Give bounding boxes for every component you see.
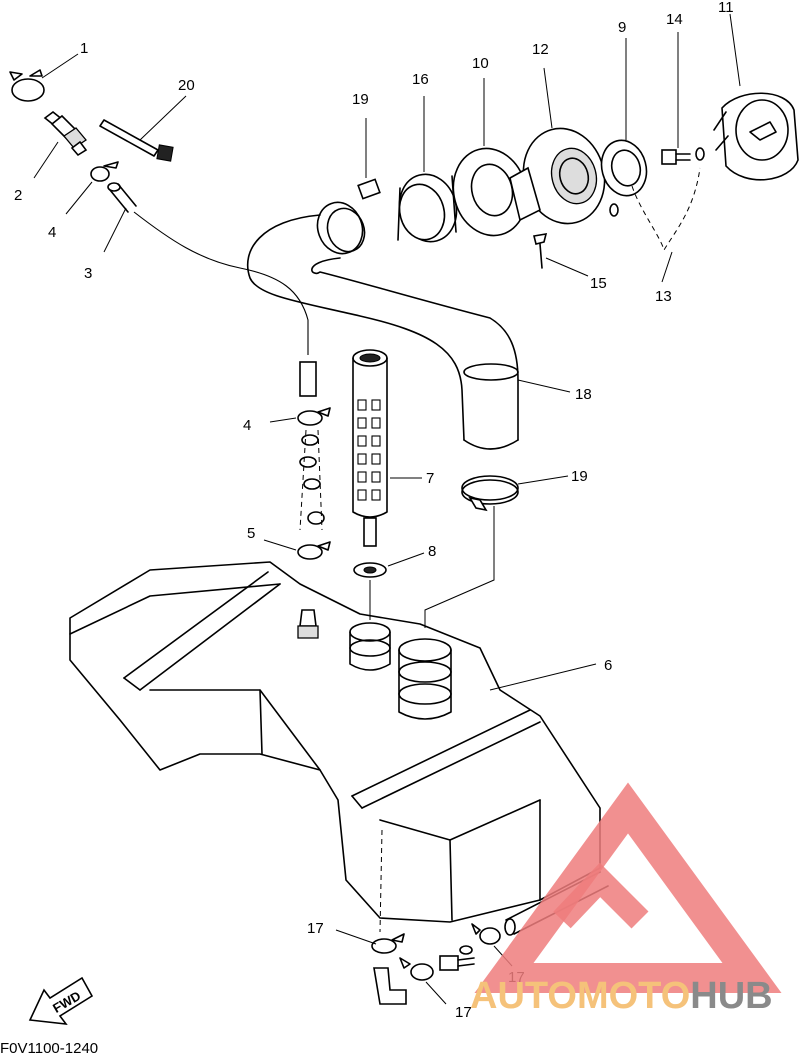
callout-13: 13 bbox=[655, 288, 672, 305]
part-17-clamp-center[interactable] bbox=[399, 957, 434, 981]
tank-pump-opening bbox=[349, 622, 391, 671]
part-4-clamp-mid[interactable] bbox=[297, 407, 331, 426]
callout-4-mid: 4 bbox=[243, 417, 251, 434]
part-18-filler-hose[interactable] bbox=[246, 214, 519, 450]
part-13-chain[interactable] bbox=[631, 167, 701, 252]
callout-1: 1 bbox=[80, 40, 88, 57]
part-8-grommet[interactable] bbox=[353, 562, 387, 578]
callout-10: 10 bbox=[472, 55, 489, 72]
watermark-auto: AUTO bbox=[470, 975, 577, 1017]
part-4-clamp-top[interactable] bbox=[90, 161, 119, 182]
part-7-strainer[interactable] bbox=[352, 349, 388, 547]
part-17-clamp-right[interactable] bbox=[471, 923, 501, 945]
watermark-logo: AUTOMOTOHUB bbox=[470, 782, 782, 1017]
callout-2: 2 bbox=[14, 187, 22, 204]
part-2-fuel-cock[interactable] bbox=[43, 110, 88, 157]
part-20-band[interactable] bbox=[99, 119, 174, 162]
part-14-screw[interactable] bbox=[661, 147, 705, 165]
part-19-clamp-upper[interactable] bbox=[310, 178, 381, 260]
part-3-fuel-hose[interactable] bbox=[107, 182, 309, 355]
drain-valve[interactable] bbox=[439, 945, 475, 971]
part-6-fuel-tank[interactable] bbox=[69, 561, 601, 933]
part-11-fuel-cap[interactable] bbox=[713, 92, 799, 181]
callout-17-left: 17 bbox=[307, 920, 324, 937]
callout-9: 9 bbox=[618, 19, 626, 36]
callout-6: 6 bbox=[604, 657, 612, 674]
callout-18: 18 bbox=[575, 386, 592, 403]
part-19-clamp-lower[interactable] bbox=[461, 475, 519, 512]
part-5-clamp[interactable] bbox=[297, 541, 331, 560]
callout-19-upper: 19 bbox=[352, 91, 369, 108]
tank-filler-opening bbox=[398, 638, 452, 720]
watermark-moto: MOTO bbox=[577, 975, 690, 1017]
part-15-rivet[interactable] bbox=[533, 233, 548, 269]
callout-12: 12 bbox=[532, 41, 549, 58]
callout-11: 11 bbox=[718, 0, 734, 16]
callout-8: 8 bbox=[428, 543, 436, 560]
svg-text:AUTOMOTOHUB: AUTOMOTOHUB bbox=[470, 975, 773, 1017]
hose-section[interactable] bbox=[299, 361, 317, 397]
watermark-hub: HUB bbox=[690, 975, 772, 1017]
part-9-seal[interactable] bbox=[596, 135, 653, 217]
callout-14: 14 bbox=[666, 11, 683, 28]
callout-19-lower: 19 bbox=[571, 468, 588, 485]
callout-7: 7 bbox=[426, 470, 434, 487]
inline-fittings bbox=[299, 434, 325, 525]
callout-17-center: 17 bbox=[455, 1004, 472, 1021]
callout-16: 16 bbox=[412, 71, 429, 88]
diagram-code: F0V1100-1240 bbox=[0, 1040, 98, 1055]
fwd-arrow-icon: FWD bbox=[28, 976, 94, 1025]
callout-3: 3 bbox=[84, 265, 92, 282]
callout-20: 20 bbox=[178, 77, 195, 94]
callout-4-top: 4 bbox=[48, 224, 56, 241]
drain-elbow bbox=[373, 967, 407, 1005]
tank-outlet-nipple bbox=[297, 609, 319, 639]
callout-5: 5 bbox=[247, 525, 255, 542]
callout-15: 15 bbox=[590, 275, 607, 292]
part-12-filler-neck[interactable] bbox=[509, 119, 615, 232]
part-1-clamp[interactable] bbox=[9, 69, 45, 102]
part-17-clamp-left[interactable] bbox=[371, 933, 405, 954]
